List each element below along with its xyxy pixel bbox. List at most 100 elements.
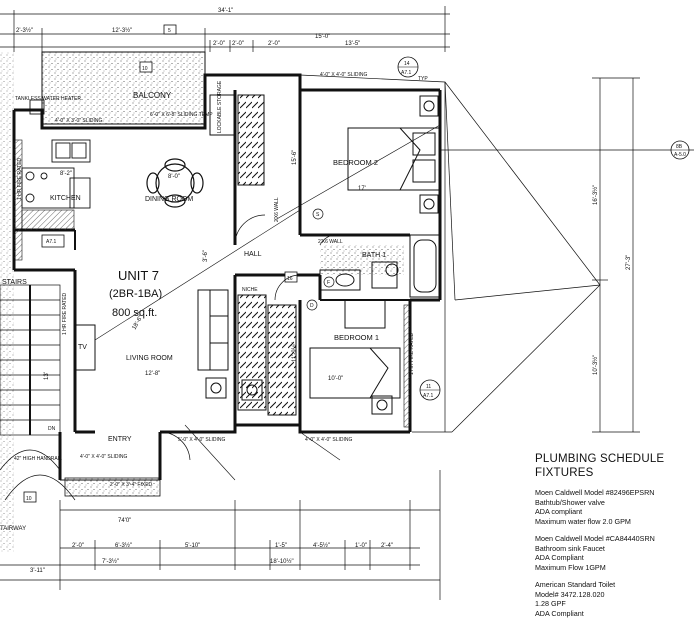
entry-bench xyxy=(64,477,161,497)
note-bed1-window: 4'-0" X 4'-0" SLIDING xyxy=(305,437,353,443)
tag-5-box xyxy=(163,24,177,35)
label-dining: DINING ROOM xyxy=(145,196,193,203)
dim-bottom-h: 7'-3½" xyxy=(102,558,119,565)
label-tv: TV xyxy=(78,344,87,351)
schedule-line: Maximum water flow 2.0 GPM xyxy=(535,516,631,526)
dim-bottom-e: 4'-5½" xyxy=(313,542,330,549)
note-wall-2x6-b: 2'X6 WALL xyxy=(318,239,343,245)
label-hall: HALL xyxy=(244,251,262,258)
symbol-s-bubble xyxy=(312,208,324,220)
dining-table xyxy=(146,158,204,208)
dim-bottom-j: 3'-11" xyxy=(30,568,45,574)
bed-1 xyxy=(309,299,401,415)
closet-living xyxy=(237,294,267,411)
note-wall-2x6-a: 2'X6 WALL xyxy=(274,197,280,222)
closet-bed1 xyxy=(267,304,297,416)
dim-bottom-overall: 74'0" xyxy=(118,518,131,524)
kitchen-counter-hatch xyxy=(21,209,75,231)
dim-top-c: 15'-0" xyxy=(315,34,330,40)
unit-name: UNIT 7 xyxy=(118,268,159,283)
note-handrail: 42" HIGH HANDRAIL xyxy=(14,456,62,462)
tag-16-box xyxy=(284,271,298,283)
symbol-d-bubble xyxy=(306,299,318,311)
schedule-line: ADA Compliant xyxy=(535,608,584,618)
dim-bottom-a: 2'-0" xyxy=(72,543,84,549)
dim-diag-a: 17' xyxy=(358,186,366,192)
schedule-line: Moen Caldwell Model #CA84440SRN xyxy=(535,534,655,543)
label-dn: DN xyxy=(48,426,56,432)
label-bedroom1: BEDROOM 1 xyxy=(334,333,379,342)
schedule-line: Bathtub/Shower valve xyxy=(535,497,605,507)
door-swings xyxy=(159,214,339,461)
note-kitchen-window: 4'-0" X 3'-0" SLIDING xyxy=(55,118,103,124)
diagonal-dims xyxy=(94,124,441,481)
tag-14-sheet: A7.1 xyxy=(401,70,412,76)
label-balcony: BALCONY xyxy=(133,91,172,100)
dim-bottom-g: 2'-4" xyxy=(381,543,393,549)
typ-label: TYP xyxy=(418,76,428,82)
dim-bed2-depth: 15'-6" xyxy=(292,150,298,165)
note-fire-rated-left: 1 HR FIRE RATED xyxy=(17,157,23,200)
schedule-line: 1.28 GPF xyxy=(535,599,566,608)
storage-box xyxy=(209,94,236,136)
dim-bottom-f: 1'-0" xyxy=(355,543,367,549)
label-stairway: TAIRWAY xyxy=(0,526,26,532)
dim-top-b: 12'-3½" xyxy=(112,27,132,34)
note-tankless: TANKLESS WATER HEATER xyxy=(15,96,81,102)
dim-hall: 3'-6" xyxy=(203,250,209,262)
symbol-f: F xyxy=(327,280,330,286)
dim-bottom-d: 1'-5" xyxy=(275,543,287,549)
stairs xyxy=(0,284,76,501)
schedule-subtitle: FIXTURES xyxy=(535,467,594,479)
bed-2 xyxy=(347,95,441,214)
kitchen-fixtures xyxy=(21,99,91,209)
tag-10-balcony: 10 xyxy=(142,66,148,72)
left-rail-hatch xyxy=(0,52,14,552)
living-furniture xyxy=(74,289,263,401)
dim-overall-width: 34'-1" xyxy=(218,8,233,14)
dim-bottom-i: 18'-10½" xyxy=(270,558,294,565)
dim-top-e: 2'-0" xyxy=(232,41,244,47)
storage-label: LOCKABLE STORAGE xyxy=(217,80,223,133)
dim-right-upper: 16'-3½" xyxy=(592,185,599,205)
tag-11-sheet: A7.1 xyxy=(423,393,434,399)
closet-dining xyxy=(237,94,265,186)
dim-bed1-w: 10'-0" xyxy=(328,376,343,382)
dim-right-overall: 27'-3" xyxy=(626,255,632,270)
bath-fixtures xyxy=(319,234,441,298)
label-niche: NICHE xyxy=(242,287,258,293)
schedule-title: PLUMBING SCHEDULE xyxy=(535,453,665,465)
unit-type: (2BR-1BA) xyxy=(109,288,162,300)
schedule-line: ADA Compliant xyxy=(535,553,584,562)
note-living-window: 5'-0" X 4'-0" SLIDING xyxy=(178,437,226,443)
dim-top-d: 2'-0" xyxy=(213,41,225,47)
symbol-s: S xyxy=(316,212,320,218)
tag-16: 16 xyxy=(287,276,293,282)
schedule-line: Moen Caldwell Model #82496EPSRN xyxy=(535,488,655,497)
note-bed2-window: 4'-0" X 4'-0" SLIDING xyxy=(320,72,368,78)
tag-14: 14 xyxy=(404,61,410,67)
tag-a71: A7.1 xyxy=(46,239,57,245)
dim-top-f: 2'-0" xyxy=(268,41,280,47)
dim-bottom-b: 6'-3½" xyxy=(115,542,132,549)
walls xyxy=(12,73,442,481)
symbol-f-bubble xyxy=(323,276,335,288)
dim-right-lower: 10'-3½" xyxy=(592,355,599,375)
symbol-d: D xyxy=(310,303,314,309)
note-entry-alt: 4'-0" X 4'-0" SLIDING xyxy=(80,454,128,460)
tag-8b: 8B xyxy=(676,144,683,150)
label-kitchen: KITCHEN xyxy=(50,195,81,202)
dim-bed1-h: 11'-9½" xyxy=(291,342,298,362)
tag-10-entry: 10 xyxy=(26,496,32,502)
plumbing-schedule: PLUMBING SCHEDULE FIXTURES Moen Caldwell… xyxy=(535,452,693,618)
dim-dining: 8'-0" xyxy=(168,174,180,180)
note-fire-rated-right: 1 HR FIRE RATED xyxy=(409,332,415,375)
fire-rated-strip-right xyxy=(403,304,411,428)
schedule-line: Bathroom sink Faucet xyxy=(535,543,605,553)
tag-10-entry-box xyxy=(23,491,37,503)
note-fire-rated-left2: 1 HR FIRE RATED xyxy=(62,292,68,335)
schedule-line: Model# 3472.128.020 xyxy=(535,589,605,599)
dim-top-g: 13'-5" xyxy=(345,41,360,47)
